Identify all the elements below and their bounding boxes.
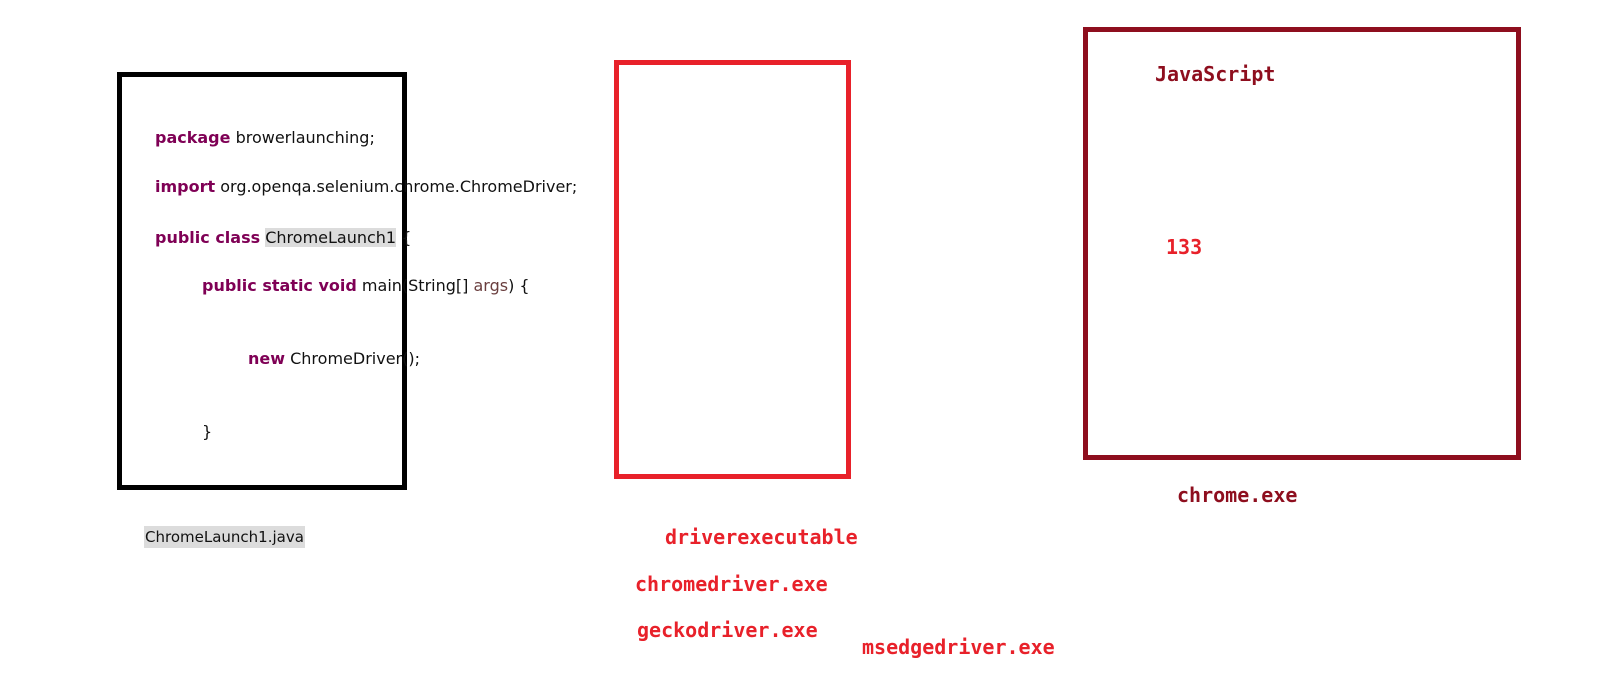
code-text: main(String[] bbox=[356, 276, 474, 295]
browser-version-label: 133 bbox=[1166, 235, 1203, 259]
code-keyword: new bbox=[248, 349, 286, 368]
browser-box bbox=[1083, 27, 1521, 460]
code-line-new-driver: new ChromeDriver(); bbox=[248, 348, 420, 370]
code-line-import: import org.openqa.selenium.chrome.Chrome… bbox=[155, 176, 577, 198]
code-param: args bbox=[473, 276, 509, 295]
code-keyword: package bbox=[155, 128, 231, 147]
code-line-package: package browerlaunching; bbox=[155, 127, 375, 149]
driver-executable-label: driverexecutable bbox=[665, 525, 858, 549]
geckodriver-label: geckodriver.exe bbox=[637, 618, 818, 642]
browser-executable-label: chrome.exe bbox=[1177, 483, 1298, 507]
code-keyword: public static void bbox=[202, 276, 357, 295]
msedgedriver-label: msedgedriver.exe bbox=[862, 635, 1055, 659]
code-line-closing-brace: } bbox=[202, 421, 212, 443]
code-text: org.openqa.selenium.chrome.ChromeDriver; bbox=[215, 177, 578, 196]
code-line-class-declaration: public class ChromeLaunch1 { bbox=[155, 227, 411, 249]
code-keyword: import bbox=[155, 177, 216, 196]
code-text: ) { bbox=[508, 276, 530, 295]
java-source-box bbox=[117, 72, 407, 490]
chromedriver-label: chromedriver.exe bbox=[635, 572, 828, 596]
driver-executable-box bbox=[614, 60, 851, 479]
java-file-caption: ChromeLaunch1.java bbox=[144, 526, 305, 548]
code-text: { bbox=[396, 228, 412, 247]
browser-language-label: JavaScript bbox=[1155, 62, 1276, 86]
code-keyword: public class bbox=[155, 228, 261, 247]
class-name-highlight: ChromeLaunch1 bbox=[265, 228, 397, 247]
code-text: } bbox=[202, 422, 213, 441]
code-text: browerlaunching; bbox=[230, 128, 375, 147]
code-text: ChromeDriver(); bbox=[285, 349, 420, 368]
code-line-main-method: public static void main(String[] args) { bbox=[202, 275, 530, 297]
